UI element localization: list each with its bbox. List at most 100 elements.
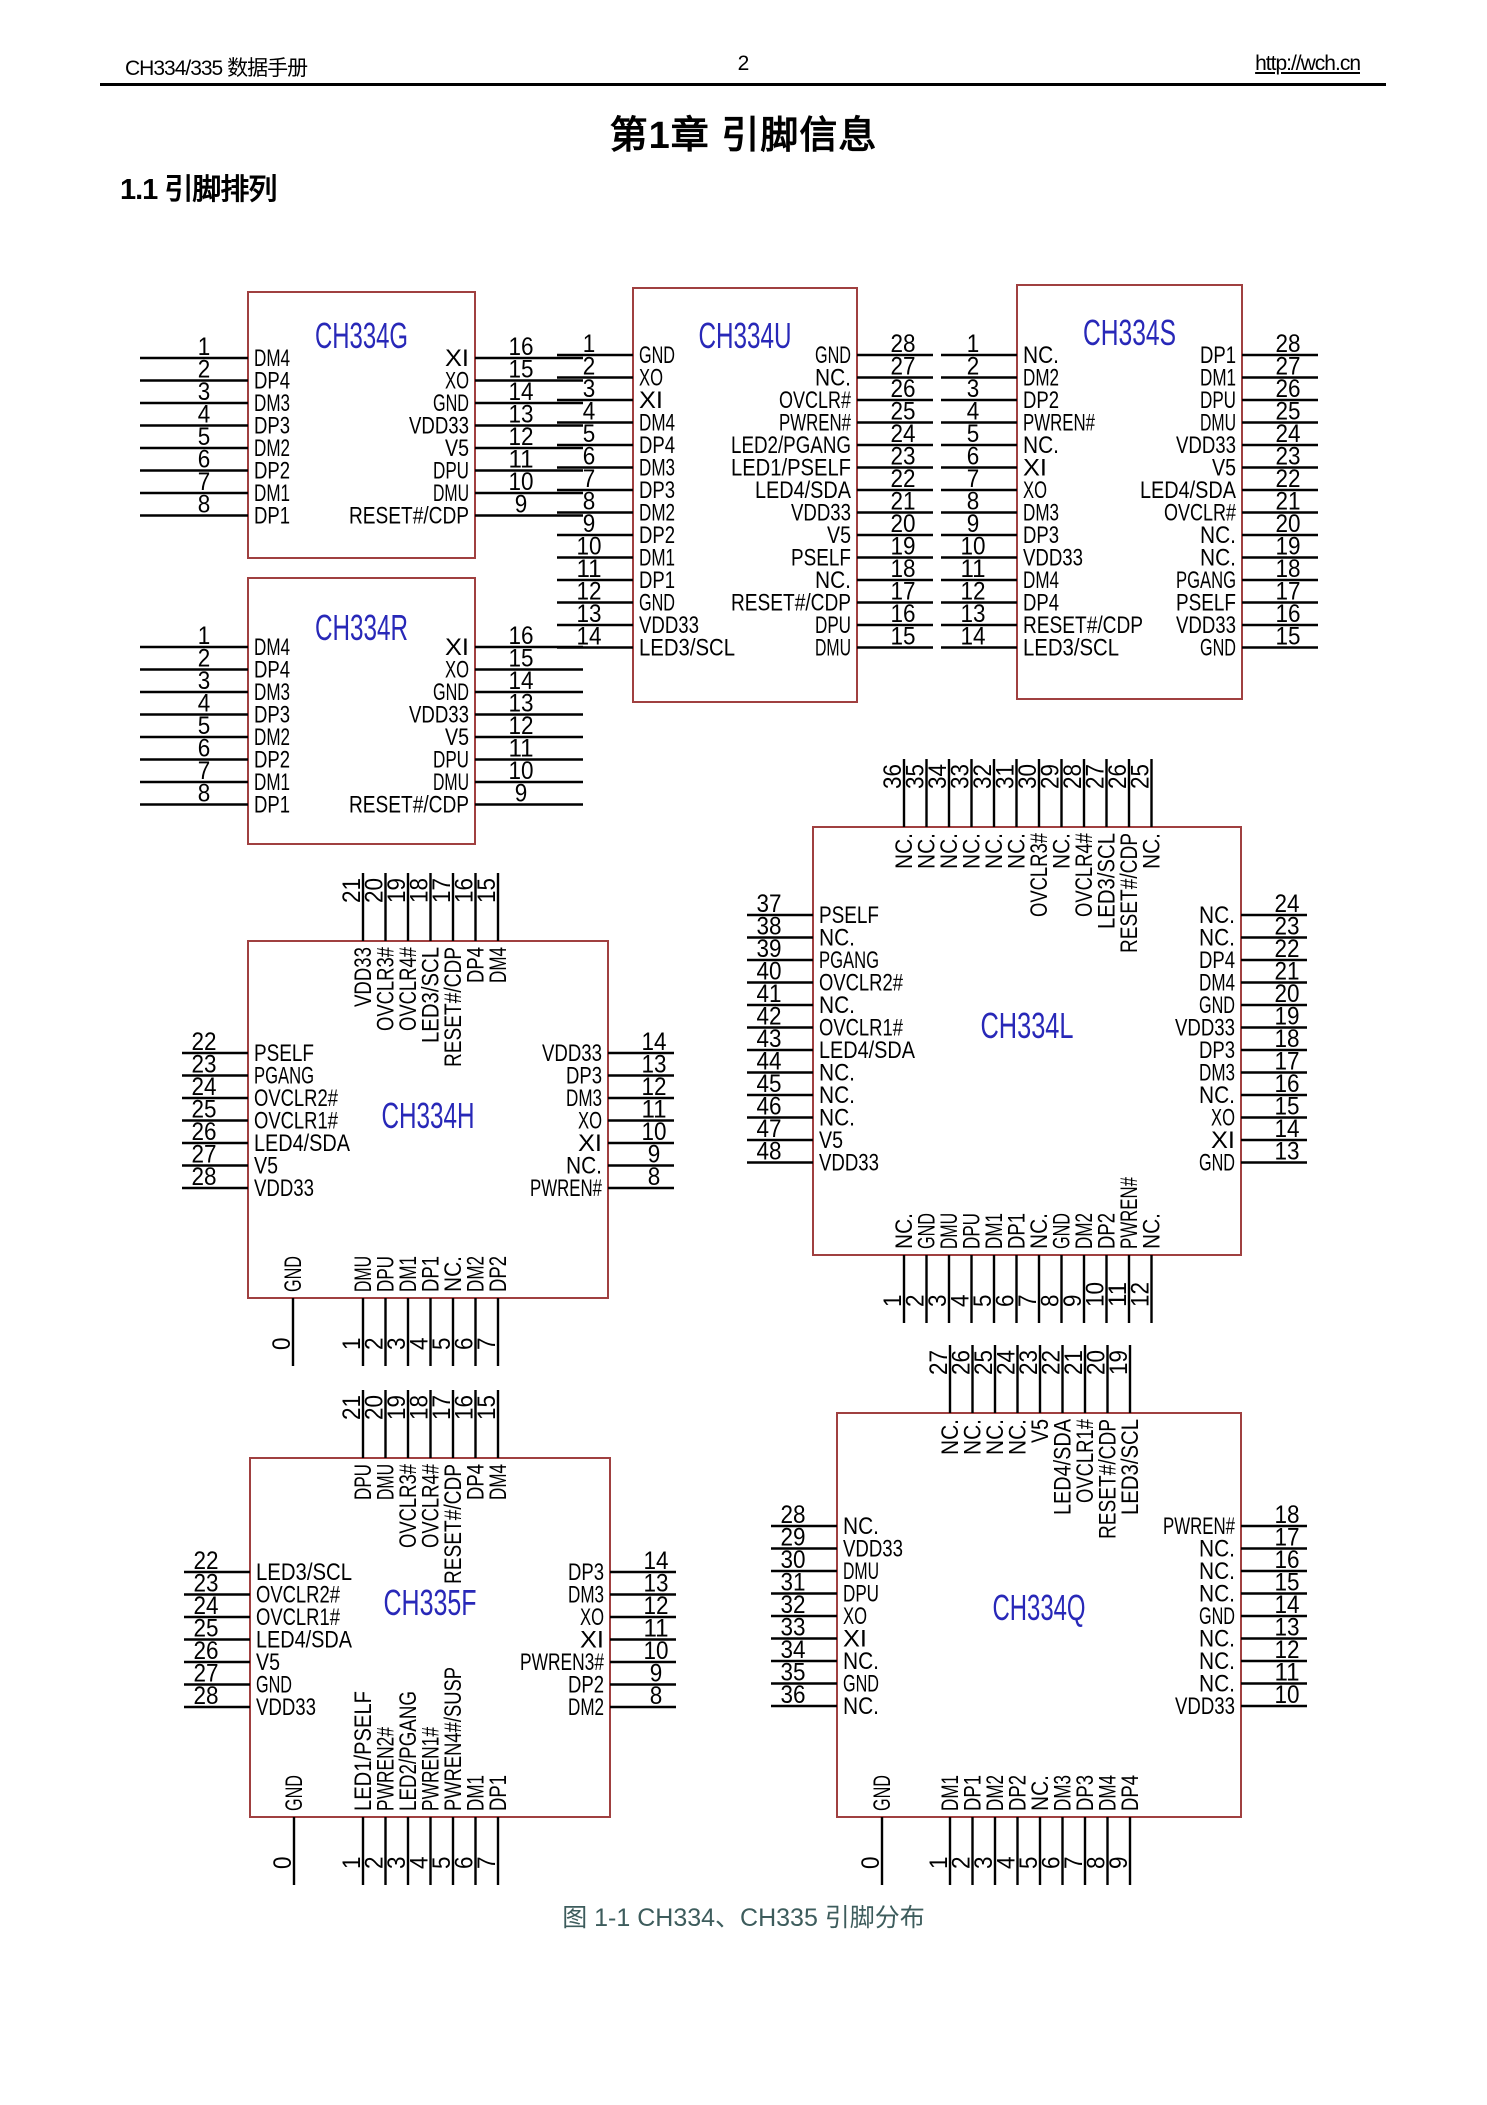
pin-label: VDD33	[639, 612, 699, 639]
pin-number: 10	[642, 1118, 667, 1146]
pin-label: NC.	[819, 1060, 855, 1087]
pin-number: 1	[338, 1857, 366, 1870]
chip-outline	[812, 826, 1242, 1256]
pin-label: XO	[578, 1108, 602, 1135]
pin-number: 28	[1276, 330, 1301, 358]
pin-label: DP1	[485, 1775, 512, 1811]
pin-number: 0	[857, 1857, 885, 1870]
pin-label: V5	[254, 1153, 278, 1180]
pin-number: 28	[192, 1163, 217, 1191]
pin-label: DM3	[568, 1582, 604, 1609]
pin-label: GND	[869, 1775, 896, 1811]
pin-number: 2	[198, 356, 211, 384]
pin-label: NC.	[819, 1105, 855, 1132]
pin-number: 42	[757, 1003, 782, 1031]
pin-label: NC.	[1199, 1558, 1235, 1585]
pin-number: 3	[198, 667, 211, 695]
pin-label: LED1/PSELF	[731, 455, 851, 482]
pin-label: DM3	[566, 1085, 602, 1112]
pin-label: NC.	[819, 992, 855, 1019]
pin-label: DMU	[433, 769, 469, 796]
pin-number: 7	[198, 757, 211, 785]
pin-number: 2	[967, 353, 980, 381]
pin-number: 4	[993, 1856, 1021, 1869]
pin-number: 7	[473, 1857, 501, 1870]
pin-number: 4	[198, 690, 211, 718]
pin-number: 31	[992, 764, 1020, 789]
pin-label: GND	[433, 679, 469, 706]
pin-label: VDD33	[843, 1536, 903, 1563]
pin-number: 15	[509, 645, 534, 673]
pin-label: DMU	[843, 1558, 879, 1585]
pin-number: 3	[924, 1295, 952, 1308]
pin-number: 6	[451, 1338, 479, 1351]
pin-label: XI	[578, 1130, 602, 1157]
pin-label: DP4	[639, 432, 675, 459]
pin-number: 3	[583, 375, 596, 403]
pin-label: NC.	[843, 1648, 879, 1675]
pin-number: 25	[194, 1615, 219, 1643]
pin-number: 18	[1275, 1501, 1300, 1529]
pin-label: NC.	[891, 1213, 918, 1249]
pin-number: 1	[198, 333, 211, 361]
chip-title: CH334Q	[993, 1587, 1086, 1628]
pin-number: 22	[891, 465, 916, 493]
pin-label: PSELF	[254, 1040, 314, 1067]
pin-label: OVCLR1#	[1072, 1419, 1099, 1503]
pin-number: 11	[1104, 1282, 1132, 1307]
pin-number: 7	[198, 468, 211, 496]
pin-number: 36	[879, 764, 907, 789]
pin-label: GND	[281, 1775, 308, 1811]
pin-label: DM1	[254, 480, 290, 507]
pin-label: DP2	[1094, 1213, 1121, 1249]
pin-number: 31	[781, 1569, 806, 1597]
pin-label: OVCLR4#	[1071, 833, 1098, 917]
pin-label: DP2	[485, 1256, 512, 1292]
pin-label: PWREN4#/SUSP	[440, 1667, 467, 1811]
pin-number: 13	[509, 401, 534, 429]
pin-number: 20	[1276, 510, 1301, 538]
pin-number: 4	[967, 398, 980, 426]
pin-number: 6	[992, 1295, 1020, 1308]
pin-label: LED3/SCL	[256, 1559, 352, 1586]
pin-number: 20	[1083, 1350, 1111, 1375]
pin-number: 23	[1276, 443, 1301, 471]
pin-label: LED2/PGANG	[731, 432, 851, 459]
pin-label: VDD33	[819, 1150, 879, 1177]
pin-number: 7	[967, 465, 980, 493]
pin-number: 1	[925, 1857, 953, 1870]
pin-number: 14	[644, 1547, 669, 1575]
pin-number: 25	[970, 1350, 998, 1375]
pin-label: XO	[1023, 477, 1047, 504]
pin-label: DP4	[1199, 947, 1235, 974]
pin-number: 6	[451, 1857, 479, 1870]
pin-number: 7	[583, 465, 596, 493]
pin-label: DPU	[350, 1464, 377, 1500]
pin-label: DPU	[815, 612, 851, 639]
pin-number: 39	[757, 935, 782, 963]
pin-number: 5	[967, 420, 980, 448]
pin-number: 3	[967, 375, 980, 403]
pin-number: 17	[428, 1395, 456, 1420]
pin-number: 20	[361, 1395, 389, 1420]
pin-number: 14	[1275, 1591, 1300, 1619]
pin-label: NC.	[1199, 1581, 1235, 1608]
pin-label: DP3	[254, 702, 290, 729]
pin-label: LED4/SDA	[254, 1130, 350, 1157]
pin-number: 27	[1276, 353, 1301, 381]
website-link[interactable]: http://wch.cn	[1255, 52, 1361, 75]
pin-number: 19	[891, 533, 916, 561]
pin-label: OVCLR3#	[373, 947, 400, 1031]
pin-number: 16	[1276, 600, 1301, 628]
pin-label: DM3	[1023, 500, 1059, 527]
pin-label: VDD33	[350, 947, 377, 1007]
pin-number: 13	[509, 690, 534, 718]
pin-number: 12	[1127, 1282, 1155, 1307]
pin-number: 4	[947, 1294, 975, 1307]
pin-label: NC.	[815, 365, 851, 392]
pin-label: DP1	[1200, 342, 1236, 369]
pin-number: 17	[891, 578, 916, 606]
pin-number: 28	[891, 330, 916, 358]
